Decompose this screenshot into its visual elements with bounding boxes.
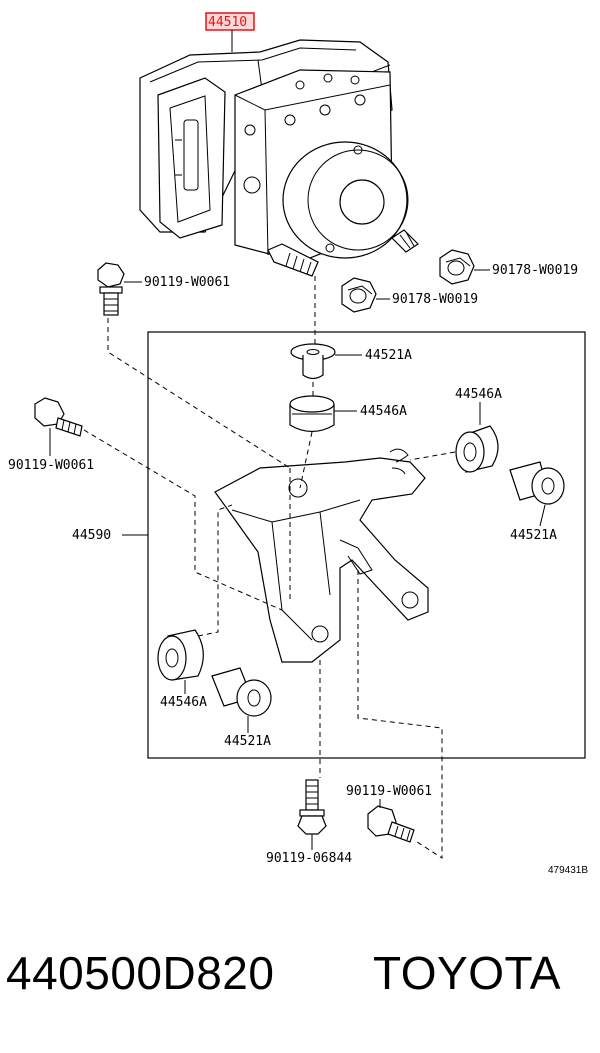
flange-nut-right bbox=[439, 249, 475, 285]
actuator-stud-right bbox=[391, 229, 419, 253]
cushion-right bbox=[455, 425, 499, 473]
bracket bbox=[214, 448, 429, 663]
assembly-guide-lines bbox=[83, 276, 456, 859]
part-number: 440500D820 bbox=[6, 947, 274, 999]
bracket-label: 44590 bbox=[72, 528, 111, 543]
svg-text:44510: 44510 bbox=[208, 15, 247, 30]
bolt-top-left-label: 90119-W0061 bbox=[144, 275, 230, 290]
illustration-reference: 479431B bbox=[548, 865, 588, 876]
collar-top-label: 44521A bbox=[365, 348, 412, 363]
collar-bottom-label: 44521A bbox=[224, 734, 271, 749]
collar-bottom bbox=[211, 667, 272, 717]
cushion-top-label: 44546A bbox=[360, 404, 407, 419]
collar-top bbox=[290, 343, 336, 380]
actuator-stud-left bbox=[267, 243, 319, 277]
bolt-bottom-right-label: 90119-W0061 bbox=[346, 784, 432, 799]
flange-nut-center bbox=[341, 277, 377, 313]
bolt-bottom-right bbox=[367, 805, 415, 843]
nut-center-label: 90178-W0019 bbox=[392, 292, 478, 307]
abs-actuator-illustration bbox=[139, 39, 419, 277]
cushion-bottom bbox=[157, 629, 204, 681]
bolt-left bbox=[34, 397, 83, 437]
modulator-label: 44510 bbox=[205, 12, 255, 52]
bolt-top-left bbox=[97, 262, 125, 316]
collar-right bbox=[509, 461, 565, 505]
brand-name: TOYOTA bbox=[373, 947, 561, 999]
bracket-assembly-frame bbox=[147, 331, 586, 759]
cushion-bottom-label: 44546A bbox=[160, 695, 207, 710]
cushion-right-label: 44546A bbox=[455, 387, 502, 402]
cushion-top bbox=[289, 395, 335, 433]
bolt-bottom-label: 90119-06844 bbox=[266, 851, 352, 866]
collar-right-label: 44521A bbox=[510, 528, 557, 543]
nut-right-label: 90178-W0019 bbox=[492, 263, 578, 278]
bolt-left-label: 90119-W0061 bbox=[8, 458, 94, 473]
bolt-bottom bbox=[297, 779, 327, 835]
